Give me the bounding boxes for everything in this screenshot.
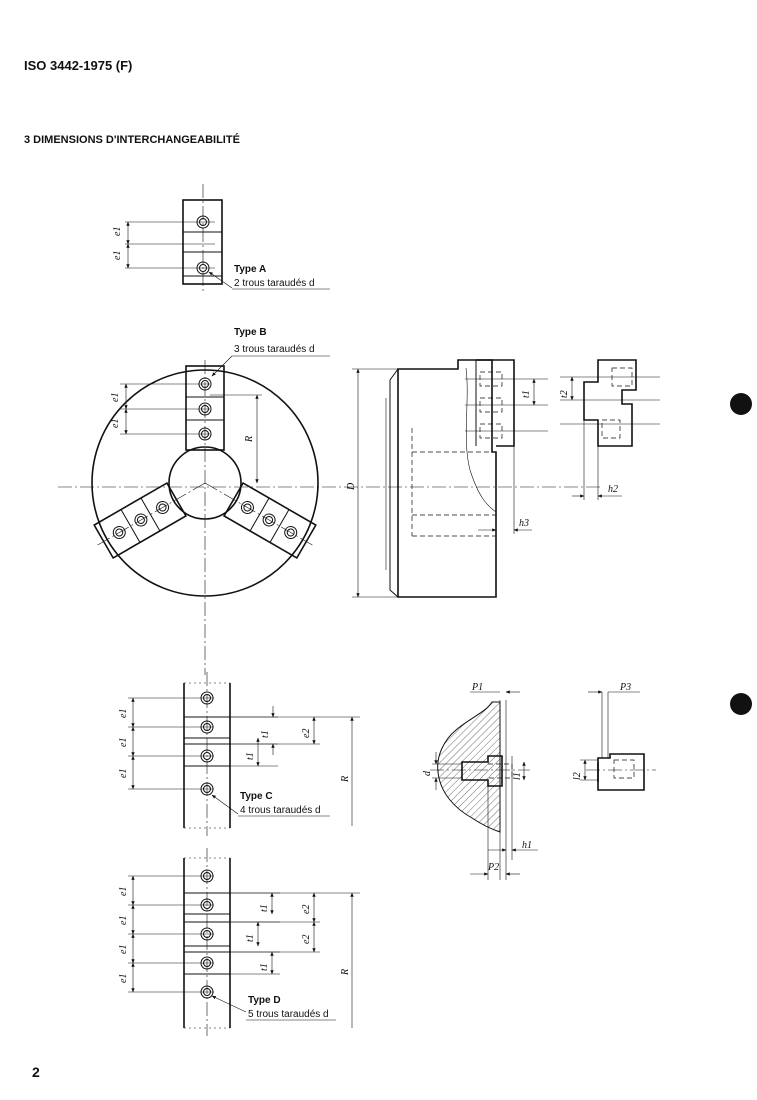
jaw-profile-detail: t2 h2 xyxy=(559,359,660,500)
jaw-detail-h2-label: h2 xyxy=(608,484,618,495)
type-d-t1-label-3: t1 xyxy=(259,963,270,971)
type-d-r-label: R xyxy=(340,969,351,976)
type-a-title: Type A xyxy=(234,264,266,275)
standard-reference: ISO 3442-1975 (F) xyxy=(24,58,133,73)
type-b-e1-label-1: e1 xyxy=(110,393,121,402)
type-c-title: Type C xyxy=(240,791,273,802)
type-c-e1-label-1: e1 xyxy=(118,709,129,718)
type-c-r-label: R xyxy=(340,776,351,783)
side-view-d-label: D xyxy=(346,482,357,491)
type-a-e1-label-1: e1 xyxy=(112,227,123,236)
type-b-chuck-front-view: Type B 3 trous taraudés d e1 e1 R xyxy=(58,327,600,675)
type-d-desc: 5 trous taraudés d xyxy=(248,1009,329,1020)
jaw-l2-label: l2 xyxy=(572,772,583,780)
binder-punch-hole xyxy=(730,393,752,415)
section-title: 3 DIMENSIONS D'INTERCHANGEABILITÉ xyxy=(24,134,240,146)
type-d-e1-label-1: e1 xyxy=(118,887,129,896)
type-b-e1-label-2: e1 xyxy=(110,419,121,428)
jaw-p3-detail: P3 l2 xyxy=(572,682,656,791)
type-c-t1-label-2: t1 xyxy=(245,752,256,760)
type-c-e1-label-2: e1 xyxy=(118,738,129,747)
mounting-section-detail: P1 d l1 h1 P2 xyxy=(422,682,538,880)
type-c-drawing: e1 e1 e1 t1 t1 e2 R Type C 4 trous tarau… xyxy=(118,672,360,836)
section-d-label: d xyxy=(422,770,433,776)
section-h1-label: h1 xyxy=(522,840,532,851)
type-c-e1-label-3: e1 xyxy=(118,769,129,778)
side-view-h3-label: h3 xyxy=(519,518,529,529)
type-d-e2-label-2: e2 xyxy=(301,935,312,944)
type-d-e1-label-4: e1 xyxy=(118,974,129,983)
type-c-t1-label-1: t1 xyxy=(260,730,271,738)
section-p1-label: P1 xyxy=(471,682,483,693)
section-l1-label: l1 xyxy=(512,772,523,780)
type-a-drawing: e1 e1 Type A 2 trous taraudés d xyxy=(112,184,330,292)
type-d-title: Type D xyxy=(248,995,281,1006)
type-d-e1-label-2: e1 xyxy=(118,916,129,925)
type-b-title: Type B xyxy=(234,327,267,338)
chuck-side-view: t1 D h3 xyxy=(346,359,548,598)
section-p2-label: P2 xyxy=(487,862,499,873)
type-d-t1-label-1: t1 xyxy=(259,904,270,912)
jaw-detail-t2-label: t2 xyxy=(559,390,570,398)
binder-punch-hole xyxy=(730,693,752,715)
type-a-desc: 2 trous taraudés d xyxy=(234,278,315,289)
type-d-drawing: e1 e1 e1 e1 t1 t1 t1 e2 e2 R Type D 5 tr… xyxy=(118,848,360,1036)
type-b-r-label: R xyxy=(244,436,255,443)
type-c-desc: 4 trous taraudés d xyxy=(240,805,321,816)
type-d-t1-label-2: t1 xyxy=(245,934,256,942)
type-c-e2-label: e2 xyxy=(301,729,312,738)
type-b-desc: 3 trous taraudés d xyxy=(234,344,315,355)
page-number: 2 xyxy=(32,1064,40,1080)
side-view-t1-label: t1 xyxy=(521,390,532,398)
type-d-e1-label-3: e1 xyxy=(118,945,129,954)
type-d-e2-label-1: e2 xyxy=(301,905,312,914)
type-a-e1-label-2: e1 xyxy=(112,251,123,260)
jaw-p3-label: P3 xyxy=(619,682,631,693)
